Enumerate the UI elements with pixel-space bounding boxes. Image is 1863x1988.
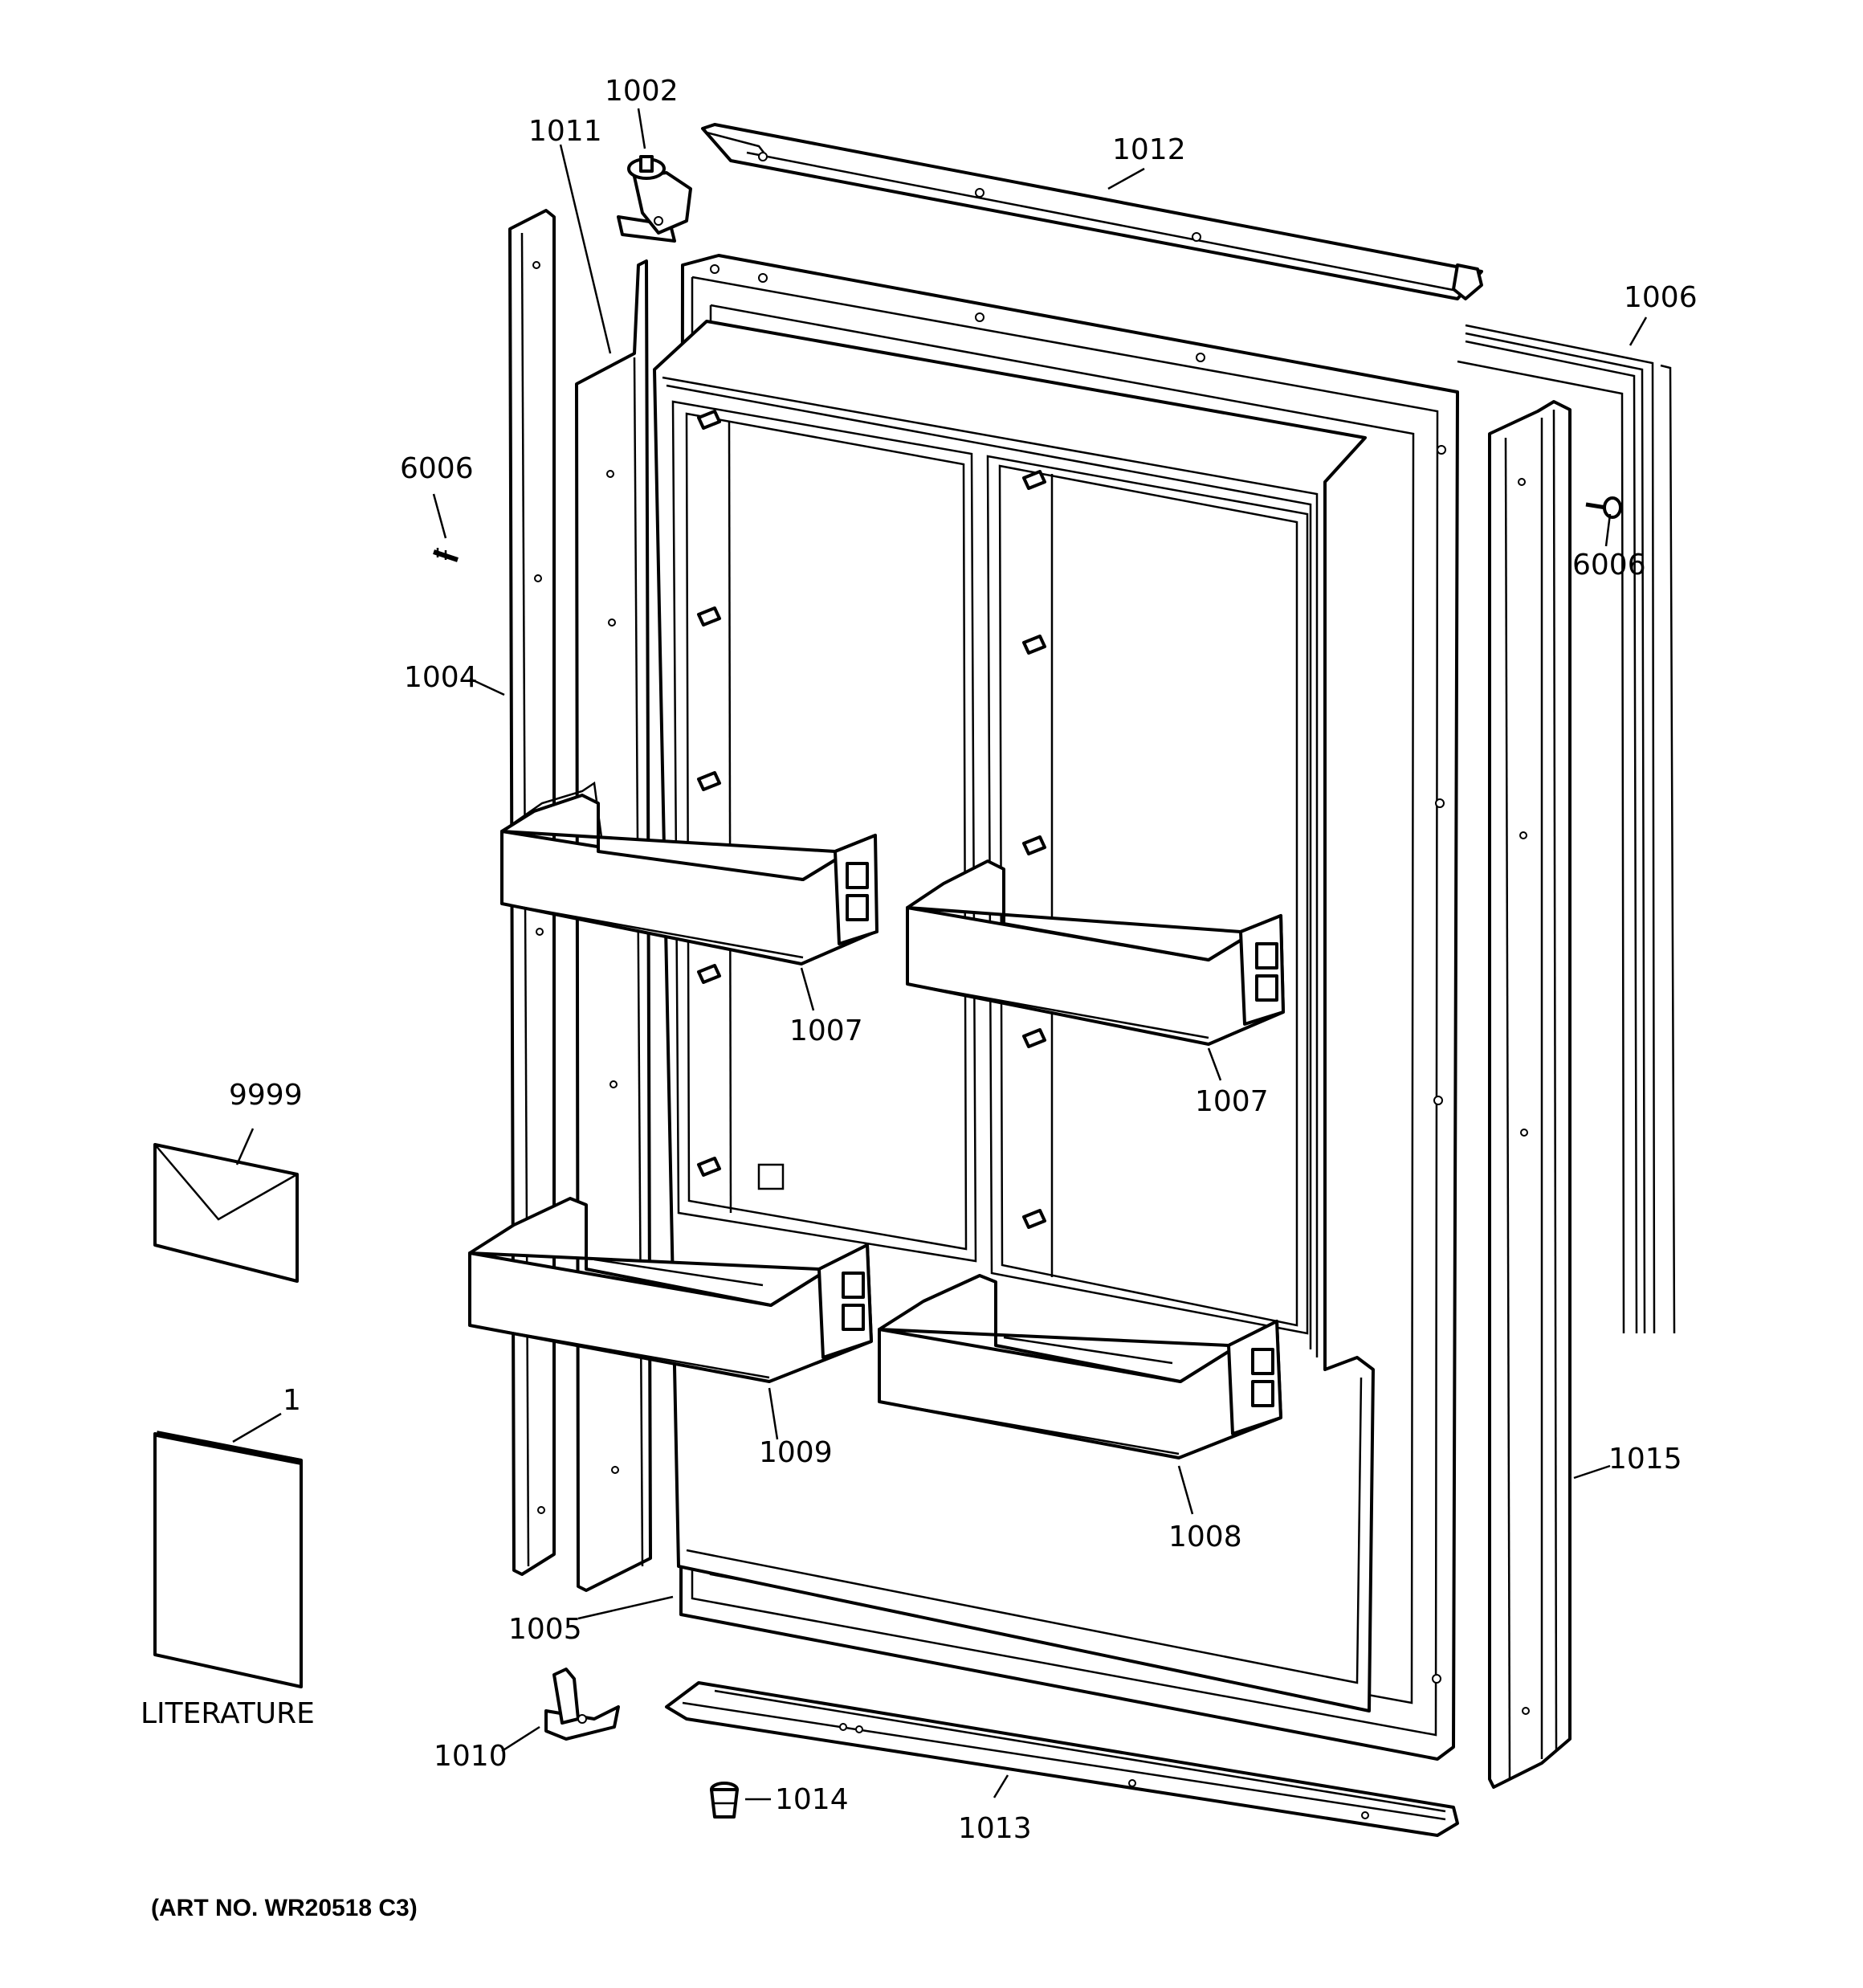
callout-1015: 1015 — [1608, 1443, 1682, 1476]
callout-1009: 1009 — [759, 1436, 833, 1469]
callout-1005: 1005 — [508, 1613, 582, 1646]
callout-6006-left: 6006 — [400, 452, 474, 485]
callout-1010: 1010 — [434, 1740, 508, 1773]
part-1009-bin-lower-left — [468, 1197, 873, 1383]
part-1013-bottom-trim — [665, 1681, 1459, 1837]
art-number: (ART NO. WR20518 C3) — [151, 1895, 418, 1921]
envelope-icon — [153, 1143, 299, 1283]
callout-labels: 1002 1011 1012 1006 6006 6006 1004 1007 … — [141, 75, 1698, 1921]
part-1014-plug — [710, 1782, 739, 1819]
callout-1013: 1013 — [958, 1812, 1032, 1845]
callout-6006-right: 6006 — [1572, 549, 1646, 582]
callout-1007-right: 1007 — [1195, 1085, 1269, 1118]
part-6006-screw-right — [1585, 496, 1622, 519]
part-6006-screw-left — [433, 548, 459, 562]
callout-1014: 1014 — [775, 1783, 849, 1816]
callout-1002: 1002 — [605, 75, 679, 108]
part-1007-bin-upper-left — [500, 781, 879, 965]
callout-1004: 1004 — [404, 661, 478, 694]
callout-1007-left: 1007 — [789, 1014, 863, 1047]
part-1008-bin-lower-right — [878, 1274, 1282, 1459]
callout-1006: 1006 — [1624, 281, 1698, 314]
part-1015-right-trim — [1488, 400, 1572, 1789]
part-1007-bin-upper-right — [906, 859, 1285, 1046]
part-1012-top-trim — [701, 123, 1483, 300]
leader-lines — [232, 108, 1648, 1801]
literature-label: LITERATURE — [141, 1697, 315, 1730]
literature-booklet-icon — [153, 1431, 303, 1688]
part-1010-bottom-hinge — [544, 1668, 620, 1741]
part-1006-gasket — [1457, 324, 1676, 1334]
callout-1008: 1008 — [1168, 1521, 1242, 1553]
callout-9999: 9999 — [229, 1079, 303, 1112]
callout-1012: 1012 — [1112, 133, 1186, 166]
callout-1: 1 — [283, 1384, 301, 1417]
callout-1011: 1011 — [528, 115, 602, 148]
part-1002-top-hinge — [617, 155, 692, 243]
